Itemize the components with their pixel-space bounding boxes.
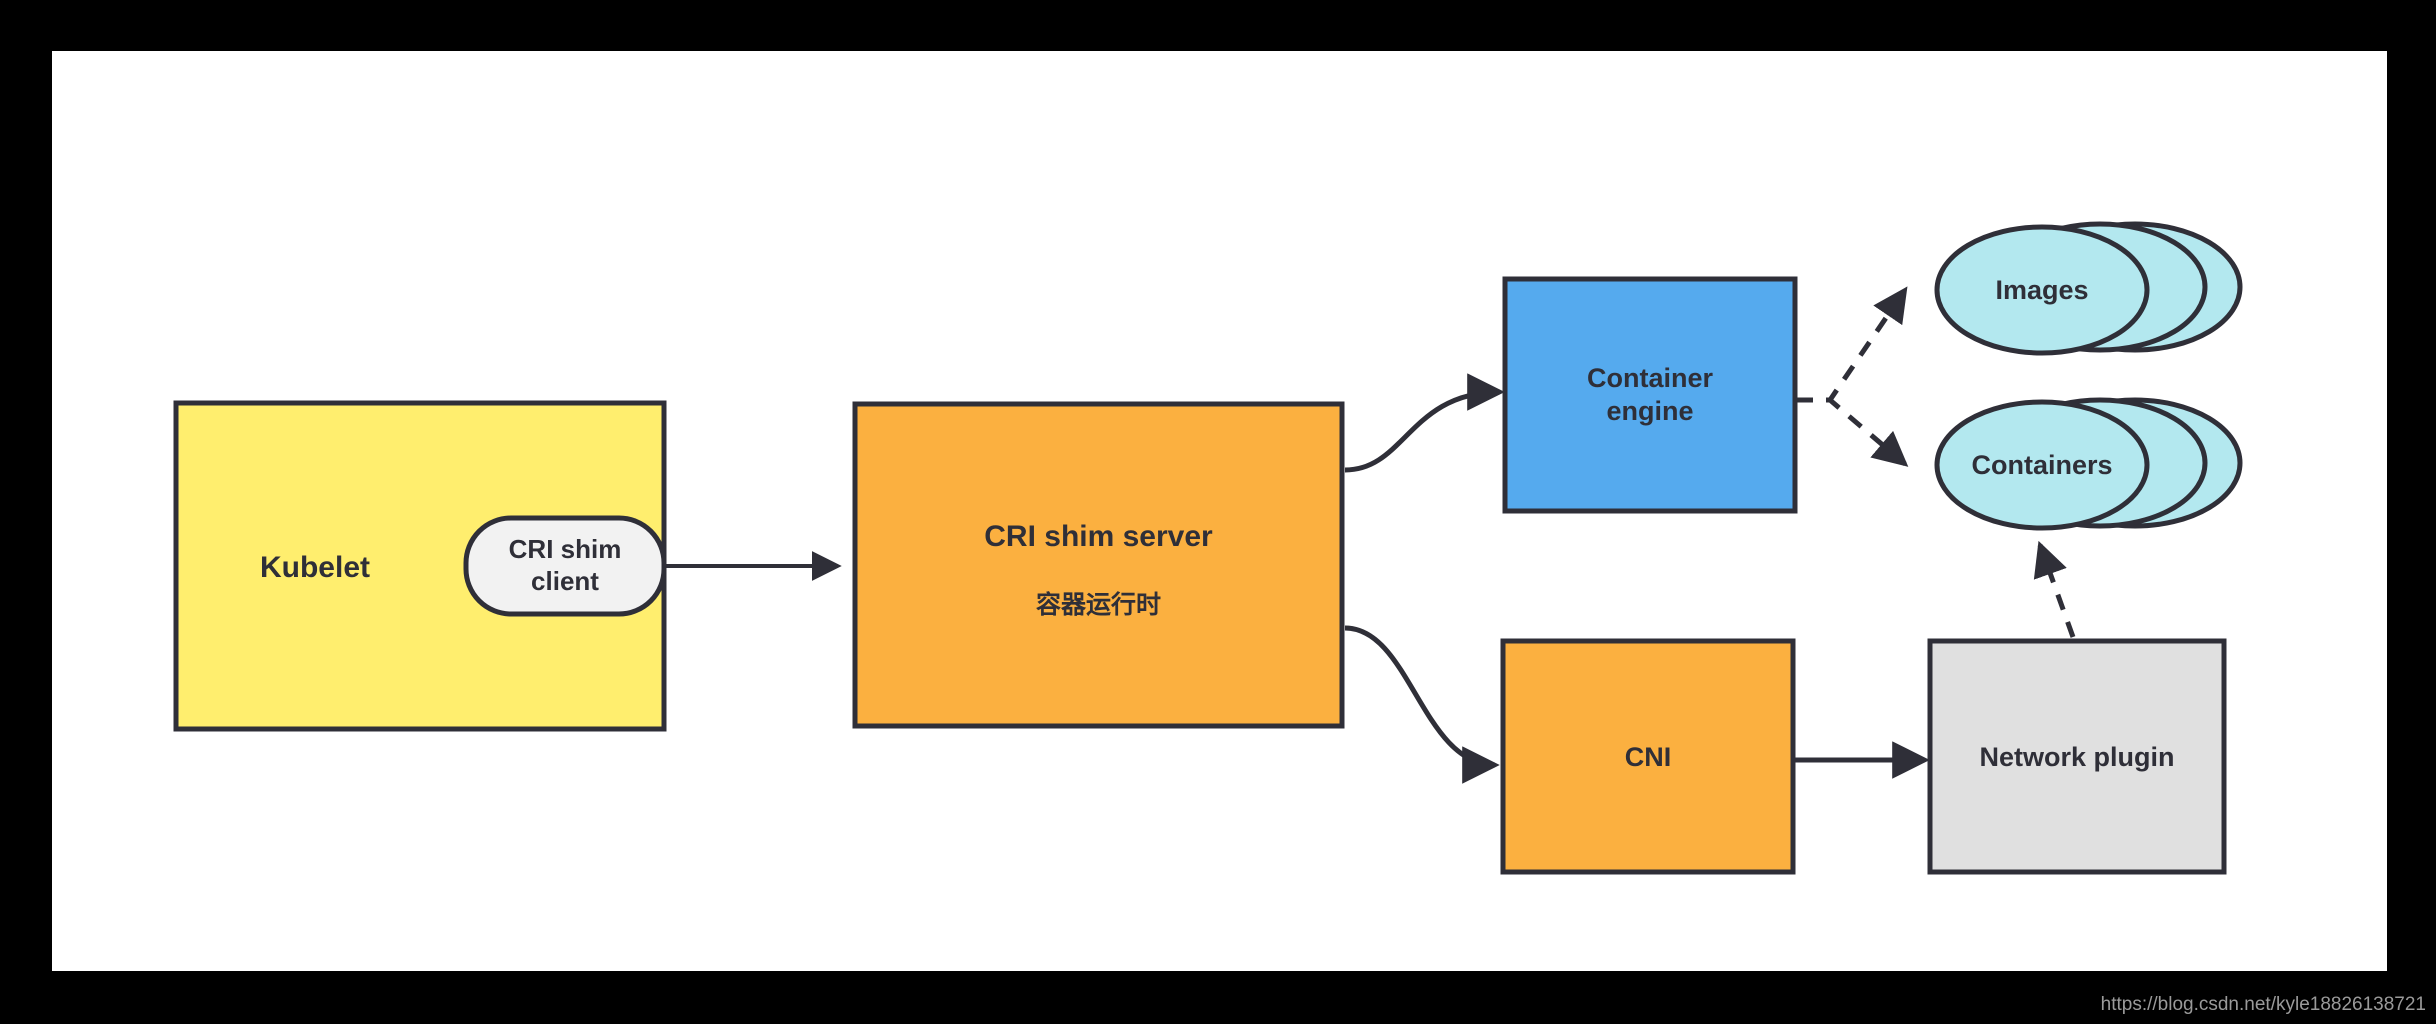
- node-images[interactable]: [1934, 221, 2243, 356]
- node-network-plugin[interactable]: [1927, 638, 2227, 875]
- edge-networkplugin-to-containers: [2033, 540, 2076, 638]
- node-cri-shim-client[interactable]: [463, 515, 667, 617]
- node-cri-shim-server[interactable]: [852, 401, 1345, 729]
- node-cni[interactable]: [1500, 638, 1796, 875]
- watermark-text: https://blog.csdn.net/kyle18826138721: [2100, 994, 2426, 1015]
- edge-shimserver-to-cni: [1344, 625, 1500, 784]
- edge-engine-to-containers: [1797, 397, 1909, 467]
- node-container-engine[interactable]: [1502, 276, 1798, 514]
- node-containers[interactable]: [1934, 397, 2243, 531]
- edge-shimserver-to-engine: [1344, 373, 1505, 473]
- edge-engine-to-images: [1797, 286, 1908, 403]
